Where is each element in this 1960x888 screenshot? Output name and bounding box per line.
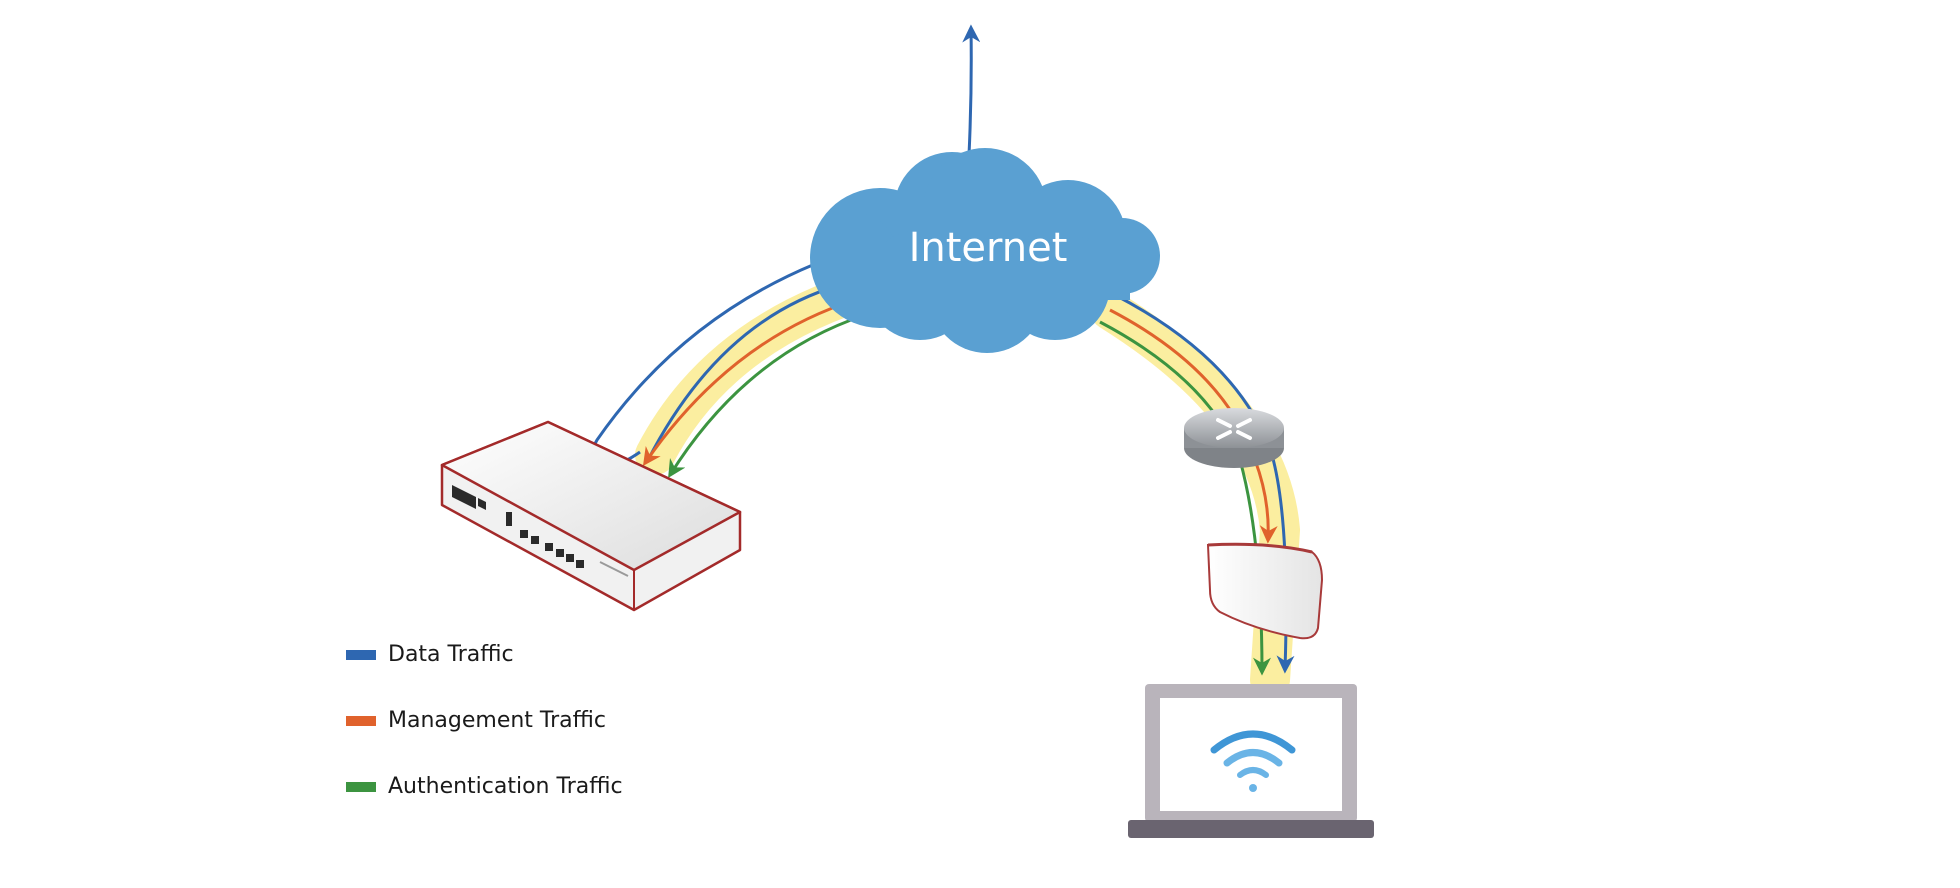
- wifi-icon: [1210, 730, 1296, 792]
- internet-label: Internet: [909, 225, 1068, 271]
- legend-swatch-management: [346, 716, 376, 726]
- internet-cloud: Internet: [810, 148, 1160, 353]
- router-icon: [1184, 408, 1284, 468]
- management-traffic-path-left: [642, 298, 856, 466]
- legend-swatch-data: [346, 650, 376, 660]
- appliance-ports: [452, 485, 584, 568]
- firewall-appliance: [440, 420, 742, 612]
- access-point-icon: [1206, 542, 1324, 640]
- authentication-traffic-path-left: [668, 313, 866, 479]
- legend-label: Authentication Traffic: [388, 774, 623, 799]
- legend-swatch-authentication: [346, 782, 376, 792]
- laptop-icon: [1128, 684, 1374, 838]
- legend-label: Management Traffic: [388, 708, 607, 733]
- data-traffic-uplink-arrow: [962, 24, 981, 156]
- data-traffic-path-left-inner: [646, 283, 841, 461]
- legend-label: Data Traffic: [388, 642, 514, 667]
